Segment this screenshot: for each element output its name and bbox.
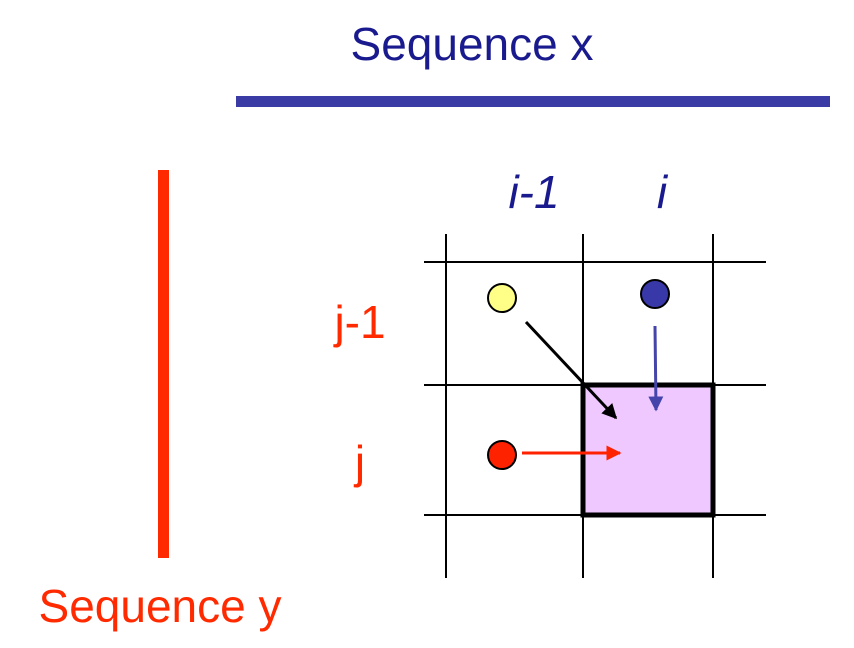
- sequence-x-label: Sequence x: [351, 18, 594, 70]
- sequence-x-bar: [236, 96, 830, 107]
- row-label-j: j: [353, 436, 365, 488]
- column-label-i-minus-1: i-1: [508, 166, 559, 218]
- diagonal-arrow: [524, 320, 618, 420]
- red-dot-icon: [487, 440, 517, 470]
- sequence-y-label: Sequence y: [39, 580, 282, 632]
- column-label-i: i: [657, 166, 669, 218]
- blue-dot-icon: [640, 279, 670, 309]
- target-cell-border: [580, 382, 716, 518]
- sequence-y-bar: [158, 170, 169, 558]
- yellow-dot-icon: [487, 283, 517, 313]
- row-label-j-minus-1: j-1: [332, 296, 385, 348]
- up-arrow: [648, 325, 664, 412]
